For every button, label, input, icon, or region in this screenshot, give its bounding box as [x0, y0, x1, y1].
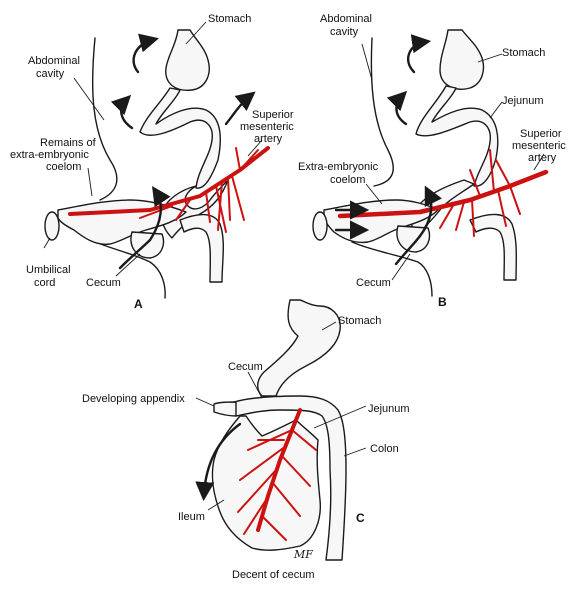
hindgut-a [179, 213, 224, 283]
artist-signature: MF [293, 548, 313, 561]
gut-tube-a [139, 87, 221, 189]
panel-c: MF Stomach Cecum Developing appendix Jej… [82, 299, 410, 581]
label-umbilical-a-2: cord [34, 277, 55, 289]
panel-b: Abdominal cavity Stomach Jejunum Superio… [298, 13, 566, 309]
label-abdominal-cavity-b-1: Abdominal [320, 13, 372, 25]
label-umbilical-a-1: Umbilical [26, 264, 71, 276]
label-remains-a-1: Remains of [40, 137, 97, 149]
label-cecum-b: Cecum [356, 277, 391, 289]
gut-tube-b [415, 85, 499, 187]
sma-b [337, 149, 549, 237]
label-cecum-a: Cecum [86, 277, 121, 289]
label-abdominal-cavity-a-2: cavity [36, 68, 65, 80]
rotation-arrow-a3 [224, 91, 256, 126]
rotation-arrow-b1 [407, 34, 432, 74]
descent-arrow-c [195, 422, 242, 502]
rotation-arrow-a2 [110, 94, 134, 130]
abdominal-wall-b-lower [351, 241, 433, 297]
label-jejunum-c: Jejunum [368, 403, 410, 415]
rotation-arrow-a4-tail [118, 238, 152, 270]
abdominal-wall-b [370, 37, 394, 187]
label-sma-a-3: artery [254, 133, 283, 145]
hindgut-b [469, 213, 518, 281]
stomach-b [439, 29, 485, 90]
abdominal-wall-a-lower [87, 237, 166, 299]
rotation-arrow-b3 [418, 185, 442, 238]
stomach-a [165, 29, 210, 91]
rotation-arrow-b3-tail [394, 234, 422, 266]
label-sma-a-2: mesenteric [240, 121, 294, 133]
label-sma-b-2: mesenteric [512, 140, 566, 152]
ileum-loops-c [211, 415, 321, 551]
abdominal-wall-a [91, 37, 118, 201]
umbilical-cord-end-a [44, 211, 60, 241]
umbilical-cord-end-b [312, 211, 328, 241]
rotation-arrow-b2 [386, 90, 408, 126]
label-jejunum-b: Jejunum [502, 95, 544, 107]
label-stomach-b: Stomach [502, 47, 545, 59]
label-abdominal-cavity-a-1: Abdominal [28, 55, 80, 67]
label-sma-a-1: Superior [252, 109, 294, 121]
appendix-c [213, 401, 237, 417]
label-cecum-c: Cecum [228, 361, 263, 373]
label-abdominal-cavity-b-2: cavity [330, 26, 359, 38]
label-stomach-a: Stomach [208, 13, 251, 25]
rotation-arrow-a1 [132, 33, 159, 74]
label-remains-a-2: extra-embryonic [10, 149, 89, 161]
panel-letter-a: A [134, 297, 143, 311]
label-sma-b-3: artery [528, 152, 557, 164]
sma-a [68, 146, 270, 233]
stomach-c [257, 299, 341, 397]
panel-a: Stomach Abdominal cavity Remains of extr… [10, 13, 294, 311]
label-colon-c: Colon [370, 443, 399, 455]
label-stomach-c: Stomach [338, 315, 381, 327]
panel-letter-c: C [356, 511, 365, 525]
label-ileum-c: Ileum [178, 511, 205, 523]
label-sma-b-1: Superior [520, 128, 562, 140]
label-eec-b-2: coelom [330, 174, 365, 186]
rotation-arrow-a4 [148, 186, 171, 242]
label-appendix-c: Developing appendix [82, 393, 185, 405]
label-eec-b-1: Extra-embryonic [298, 161, 379, 173]
caption-c: Decent of cecum [232, 569, 315, 581]
colon-c [233, 395, 347, 561]
panel-letter-b: B [438, 295, 447, 309]
label-remains-a-3: coelom [46, 161, 81, 173]
sma-c [237, 408, 317, 541]
